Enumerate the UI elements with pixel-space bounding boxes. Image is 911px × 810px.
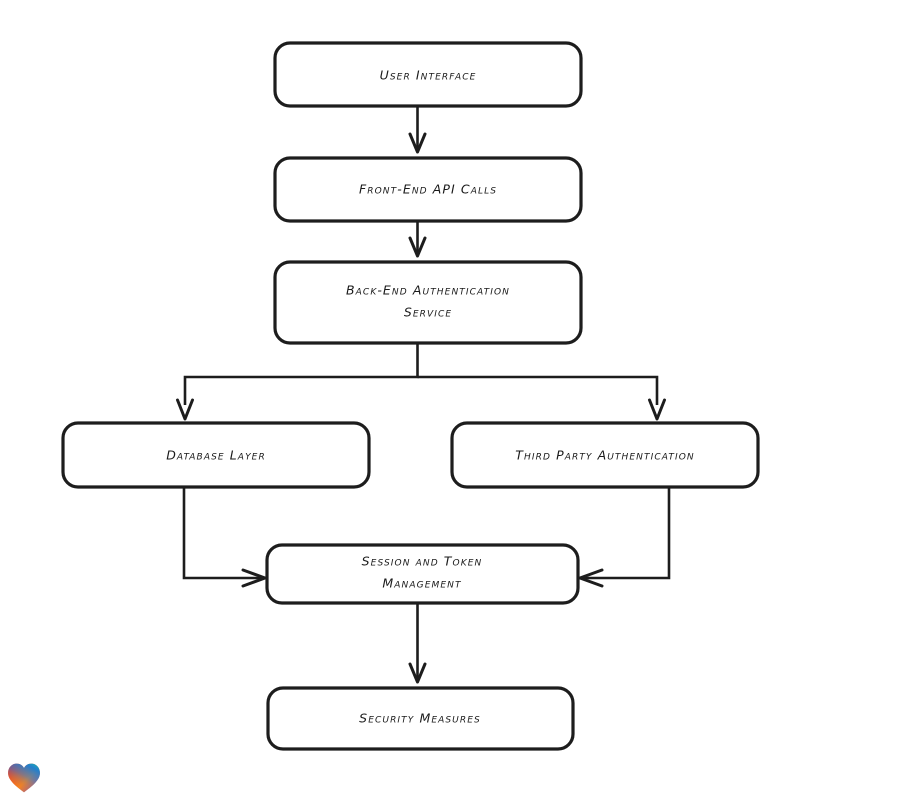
- database-layer-box[interactable]: [61, 421, 371, 489]
- session-token-mgmt-label-line2: Management: [382, 576, 462, 591]
- edge-session-to-security: [408, 603, 427, 684]
- edge-third-to-session: [578, 487, 671, 588]
- node-front-end-api-calls[interactable]: Front-End API Calls: [273, 156, 583, 223]
- node-database-layer[interactable]: Database Layer: [61, 421, 371, 489]
- third-party-auth-box[interactable]: [450, 421, 760, 489]
- heart-logo: [8, 763, 40, 793]
- edge-backend-to-db: [176, 398, 194, 421]
- node-security-measures[interactable]: Security Measures: [266, 686, 575, 751]
- edge-backend-to-third: [648, 398, 666, 421]
- back-end-auth-service-label-line1: Back-End Authentication: [346, 283, 510, 298]
- back-end-auth-service-box[interactable]: [273, 260, 583, 345]
- user-interface-box[interactable]: [273, 41, 583, 108]
- security-measures-label: Security Measures: [359, 711, 481, 726]
- edge-db-to-session: [182, 487, 267, 588]
- node-user-interface[interactable]: User Interface: [273, 41, 583, 108]
- front-end-api-calls-label: Front-End API Calls: [359, 182, 497, 197]
- front-end-api-calls-box[interactable]: [273, 156, 583, 223]
- edge-backend-branch-bus: [183, 343, 659, 405]
- third-party-auth-label: Third Party Authentication: [515, 448, 694, 463]
- session-token-mgmt-label-line1: Session and Token: [362, 554, 483, 569]
- edge-api-to-backend: [408, 221, 427, 258]
- back-end-auth-service-label-line2: Service: [404, 305, 452, 320]
- security-measures-box[interactable]: [266, 686, 575, 751]
- node-session-token-mgmt[interactable]: Session and Token Management: [265, 543, 580, 605]
- user-interface-label: User Interface: [380, 68, 477, 83]
- edge-ui-to-api: [408, 106, 427, 154]
- node-third-party-auth[interactable]: Third Party Authentication: [450, 421, 760, 489]
- node-back-end-auth-service[interactable]: Back-End Authentication Service: [273, 260, 583, 345]
- session-token-mgmt-box[interactable]: [265, 543, 580, 605]
- heart-shape-overlay: [8, 763, 40, 793]
- database-layer-label: Database Layer: [166, 448, 266, 463]
